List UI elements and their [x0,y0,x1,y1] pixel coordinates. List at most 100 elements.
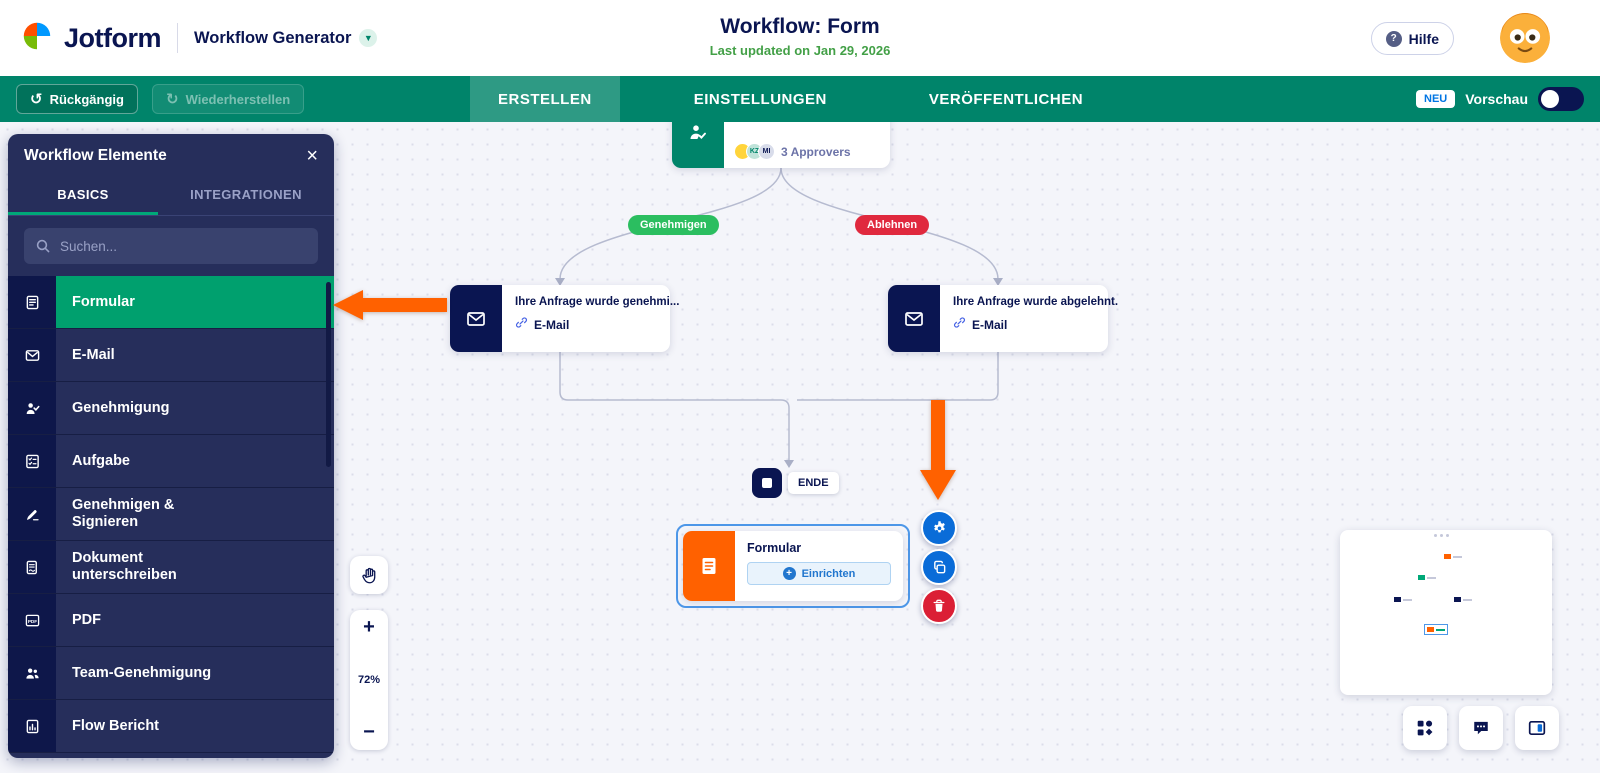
sidebar-item-formular[interactable]: Formular [8,276,334,329]
email-type-row: E-Mail [515,316,679,334]
email-icon [450,285,502,352]
panel-scrollbar[interactable] [326,282,331,467]
end-node[interactable]: ENDE [752,468,839,498]
form-node-body: Formular + Einrichten [735,531,903,601]
redo-icon: ↻ [165,90,179,108]
panel-header: Workflow Elemente × [8,134,334,178]
zoom-in-button[interactable]: + [363,616,375,638]
approval-icon [672,122,724,168]
help-button[interactable]: ? Hilfe [1370,22,1454,55]
chevron-down-icon: ▼ [359,29,378,47]
approval-node[interactable]: KZ MI 3 Approvers [672,122,890,168]
brand-group: Jotform Workflow Generator ▼ [20,0,378,76]
sidebar-item-label: Team-Genehmigung [72,664,212,681]
sidebar-item-label: Genehmigen & Signieren [72,497,175,530]
report-icon [8,700,56,752]
product-switcher[interactable]: Workflow Generator ▼ [194,28,378,48]
undo-button[interactable]: ↺ Rückgängig [16,84,138,114]
sidebar-item-team-genehmigung[interactable]: Team-Genehmigung [8,647,334,700]
page-title[interactable]: Workflow: Form [720,15,880,38]
preview-panel-button[interactable] [1515,706,1559,750]
sidebar-item-label: Flow Bericht [72,717,160,734]
setup-button[interactable]: + Einrichten [747,562,891,585]
node-duplicate-button[interactable] [921,549,957,585]
node-settings-button[interactable] [921,510,957,546]
undo-label: Rückgängig [49,91,124,107]
workflow-title-block: Workflow: Form Last updated on Jan 29, 2… [710,15,891,58]
elements-shortcut-button[interactable] [1403,706,1447,750]
form-node-title: Formular [747,541,802,555]
jotform-logo-icon[interactable] [20,19,54,58]
minimap-node [1444,554,1462,559]
redo-label: Wiederherstellen [185,91,291,107]
email-type-label: E-Mail [534,318,570,332]
panel-title: Workflow Elemente [24,147,167,164]
user-avatar[interactable] [1500,13,1550,63]
zoom-controls: + 72% − [350,610,388,750]
sidebar-item-genehmigung[interactable]: Genehmigung [8,382,334,435]
tab-integrationen[interactable]: INTEGRATIONEN [190,187,302,202]
undo-icon: ↺ [30,90,43,108]
sidebar-item-flow-bericht[interactable]: Flow Bericht [8,700,334,753]
sidebar-item-label: Dokument unterschreiben [72,550,177,583]
link-icon [953,316,966,334]
email-type-row: E-Mail [953,316,1118,334]
panel-window-icon [1528,720,1546,736]
redo-button[interactable]: ↻ Wiederherstellen [151,84,305,114]
email-type-label: E-Mail [972,318,1008,332]
node-delete-button[interactable] [921,588,957,624]
brand-wordmark[interactable]: Jotform [64,22,162,53]
approval-icon [8,382,56,434]
builder-toolbar: ↺ Rückgängig ↻ Wiederherstellen ERSTELLE… [0,76,1600,122]
sign-document-icon [8,541,56,593]
sidebar-item-aufgabe[interactable]: Aufgabe [8,435,334,488]
form-node[interactable]: Formular + Einrichten [683,531,903,601]
trash-icon [933,599,945,612]
pan-tool-button[interactable] [350,556,388,594]
approver-avatar-3: MI [758,143,775,160]
form-icon [683,531,735,601]
approvers-count: 3 Approvers [781,144,851,159]
search-icon [35,238,51,259]
header-divider [177,23,178,53]
sidebar-item-label: Aufgabe [72,452,130,469]
copy-icon [933,560,945,573]
branch-label-approve[interactable]: Genehmigen [628,215,719,235]
top-header: Jotform Workflow Generator ▼ Workflow: F… [0,0,1600,76]
tab-erstellen[interactable]: ERSTELLEN [470,76,620,122]
gear-icon [933,520,945,532]
close-icon[interactable]: × [306,145,318,167]
element-list: Formular E-Mail Genehmigung Aufgabe [8,276,334,753]
search-input[interactable] [24,228,318,264]
email-icon [888,285,940,352]
svg-text:PDF: PDF [27,618,36,623]
email-node-denied[interactable]: Ihre Anfrage wurde abgelehnt. E-Mail [888,285,1118,352]
minimap[interactable] [1340,530,1552,695]
help-label: Hilfe [1408,30,1439,47]
sidebar-item-genehmigen-signieren[interactable]: Genehmigen & Signieren [8,488,334,541]
zoom-out-button[interactable]: − [363,721,375,743]
feedback-button[interactable] [1459,706,1503,750]
email-node-title: Ihre Anfrage wurde genehmi... [515,296,680,308]
preview-toggle[interactable] [1538,87,1584,111]
branch-label-deny[interactable]: Ablehnen [855,215,930,235]
sidebar-item-label: PDF [72,611,101,628]
sidebar-item-dokument-unterschreiben[interactable]: Dokument unterschreiben [8,541,334,594]
zoom-level: 72% [357,674,381,686]
sidebar-item-pdf[interactable]: PDF PDF [8,594,334,647]
link-icon [515,316,528,334]
tab-veroeffentlichen[interactable]: VERÖFFENTLICHEN [928,90,1084,108]
sidebar-item-label: Genehmigung [72,399,170,416]
question-icon: ? [1385,30,1402,47]
sidebar-item-email[interactable]: E-Mail [8,329,334,382]
email-node-approved[interactable]: Ihre Anfrage wurde genehmi... E-Mail [450,285,679,352]
product-label: Workflow Generator [194,28,352,47]
tab-einstellungen[interactable]: EINSTELLUNGEN [693,90,827,108]
workflow-elements-panel: Workflow Elemente × BASICS INTEGRATIONEN… [8,134,334,758]
panel-tabs: BASICS INTEGRATIONEN [8,178,334,216]
hand-icon [361,567,375,583]
end-stop-square [762,478,772,488]
end-label: ENDE [788,472,839,494]
tab-basics[interactable]: BASICS [8,178,158,215]
